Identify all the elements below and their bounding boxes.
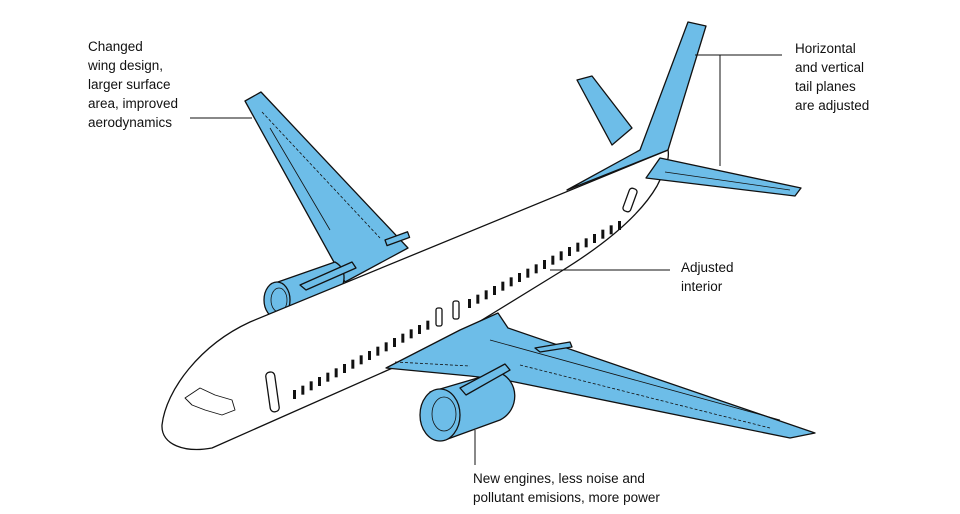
cabin-window bbox=[409, 329, 413, 339]
cabin-window bbox=[576, 242, 580, 252]
vertical-tail bbox=[566, 21, 707, 191]
cabin-window bbox=[584, 238, 588, 248]
overwing-exit bbox=[452, 300, 460, 320]
engines-annotation-line: pollutant emisions, more power bbox=[473, 490, 660, 505]
cabin-window bbox=[559, 251, 563, 261]
tail-annotation-line: Horizontal bbox=[795, 41, 856, 56]
cabin-window bbox=[343, 364, 346, 373]
cabin-window bbox=[601, 229, 605, 239]
cabin-window bbox=[359, 355, 363, 365]
cabin-window bbox=[393, 338, 396, 347]
cabin-window bbox=[318, 377, 321, 386]
wing-annotation-line: area, improved bbox=[88, 96, 179, 111]
cabin-window bbox=[426, 320, 430, 330]
engines-annotation-line: New engines, less noise and bbox=[473, 471, 645, 486]
far-horizontal-stabilizer bbox=[576, 75, 633, 146]
cabin-window bbox=[309, 381, 313, 391]
wing-annotation-line: larger surface bbox=[88, 77, 171, 92]
tail-annotation-line: and vertical bbox=[795, 60, 865, 75]
cabin-window bbox=[401, 333, 405, 343]
cabin-window bbox=[618, 221, 621, 230]
cabin-window bbox=[609, 225, 613, 235]
tail-annotation: Horizontal and vertical tail planes are … bbox=[795, 39, 869, 115]
cabin-window bbox=[501, 281, 505, 291]
engines-annotation: New engines, less noise and pollutant em… bbox=[473, 469, 660, 507]
cabin-window bbox=[293, 390, 296, 399]
cabin-window bbox=[568, 247, 571, 256]
cabin-window bbox=[326, 372, 330, 382]
tail-annotation-line: tail planes bbox=[795, 79, 856, 94]
interior-annotation-line: Adjusted bbox=[681, 260, 734, 275]
wing-annotation: Changed wing design, larger surface area… bbox=[88, 37, 178, 132]
cockpit-windows bbox=[184, 387, 236, 416]
interior-annotation-line: interior bbox=[681, 279, 723, 294]
cabin-window bbox=[509, 277, 513, 287]
front-door bbox=[265, 371, 280, 413]
rear-door bbox=[622, 187, 638, 213]
cabin-window bbox=[534, 264, 538, 274]
cabin-window bbox=[468, 299, 471, 308]
tail-annotation-line: are adjusted bbox=[795, 98, 870, 113]
cabin-window bbox=[526, 268, 530, 278]
cabin-windows bbox=[293, 221, 621, 399]
cabin-window bbox=[368, 351, 371, 360]
far-wing bbox=[244, 91, 409, 283]
cabin-window bbox=[493, 286, 496, 295]
cabin-window bbox=[543, 260, 546, 269]
wing-annotation-line: aerodynamics bbox=[88, 115, 173, 130]
wing-annotation-line: Changed bbox=[88, 39, 143, 54]
cabin-window bbox=[551, 255, 555, 265]
fuselage bbox=[161, 149, 670, 451]
cabin-window bbox=[301, 385, 305, 395]
cabin-window bbox=[418, 325, 421, 334]
cabin-window bbox=[593, 234, 596, 243]
cabin-window bbox=[476, 294, 480, 304]
wing-annotation-line: wing design, bbox=[88, 58, 164, 73]
overwing-exit bbox=[435, 307, 443, 327]
cabin-window bbox=[484, 290, 488, 300]
leader-lines bbox=[190, 54, 782, 465]
near-horizontal-stabilizer bbox=[645, 157, 802, 197]
cabin-window bbox=[334, 368, 338, 378]
cabin-window bbox=[384, 342, 388, 352]
cabin-window bbox=[351, 359, 355, 369]
interior-annotation: Adjusted interior bbox=[681, 258, 734, 296]
cabin-window bbox=[518, 273, 521, 282]
cabin-window bbox=[376, 346, 380, 356]
